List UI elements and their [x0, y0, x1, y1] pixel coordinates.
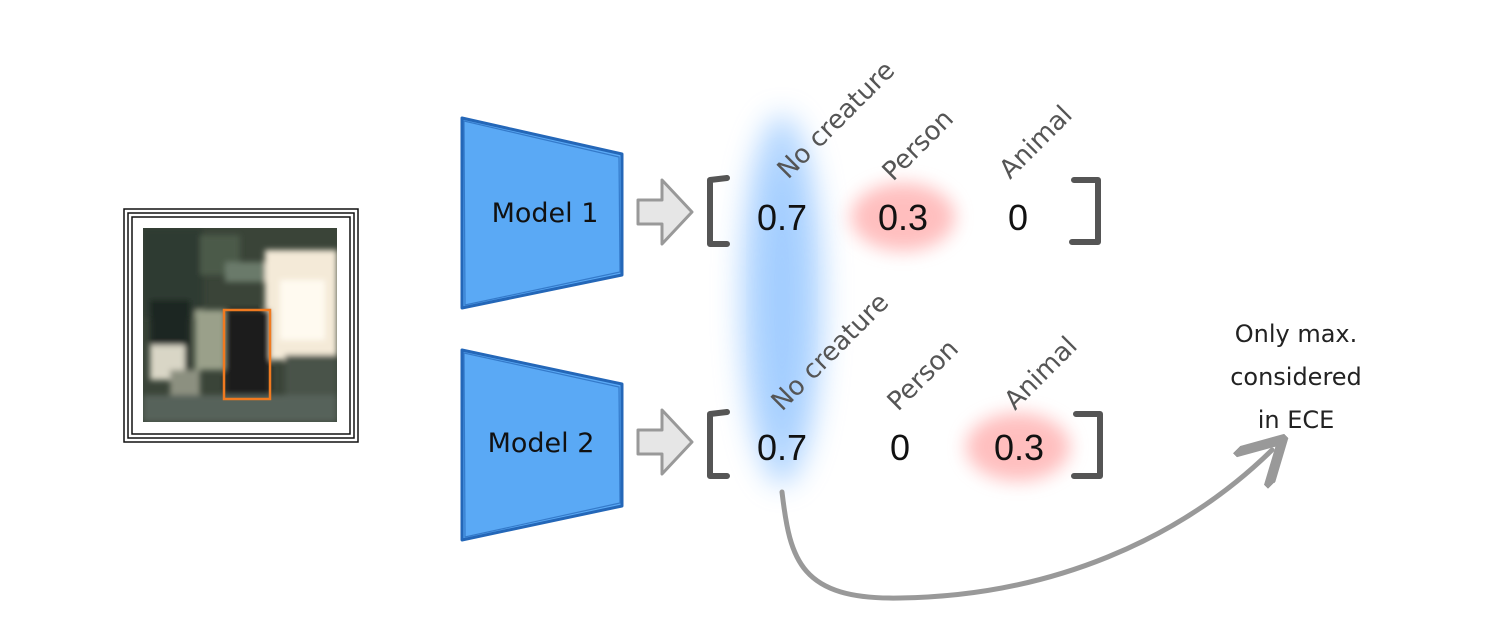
curved-arrow	[779, 450, 1272, 601]
class-label-animal-2: Animal	[999, 331, 1084, 416]
person-highlight-model-1	[851, 183, 955, 251]
prob-person-2: 0	[890, 427, 910, 468]
class-label-animal-1: Animal	[994, 100, 1079, 185]
arrow-model-1-output	[636, 178, 694, 246]
prob-animal-1: 0	[1008, 197, 1028, 238]
prob-animal-2: 0.3	[994, 427, 1044, 468]
model-2-label: Model 2	[488, 428, 595, 459]
model-1-label: Model 1	[492, 198, 599, 229]
model-2-block: Model 2	[460, 348, 624, 542]
bracket-right-1	[1069, 177, 1101, 245]
ece-note: Only max. considered in ECE	[1230, 320, 1362, 434]
prob-no-creature-2: 0.7	[757, 427, 807, 468]
bracket-left-2	[707, 409, 730, 479]
bracket-right-2	[1071, 411, 1103, 479]
bracket-left-1	[707, 175, 730, 247]
class-label-person-2: Person	[882, 334, 965, 417]
note-line-2: considered	[1230, 363, 1362, 391]
animal-highlight-model-2	[966, 413, 1070, 481]
class-label-person-1: Person	[877, 104, 960, 187]
bounding-box	[222, 308, 272, 401]
prob-person-1: 0.3	[878, 197, 928, 238]
note-line-3: in ECE	[1258, 406, 1335, 434]
model-1-block: Model 1	[460, 116, 624, 310]
max-column-highlight	[740, 115, 824, 485]
input-image	[143, 228, 337, 422]
arrow-model-2-output	[636, 408, 694, 476]
prob-no-creature-1: 0.7	[757, 197, 807, 238]
note-line-1: Only max.	[1235, 320, 1358, 348]
